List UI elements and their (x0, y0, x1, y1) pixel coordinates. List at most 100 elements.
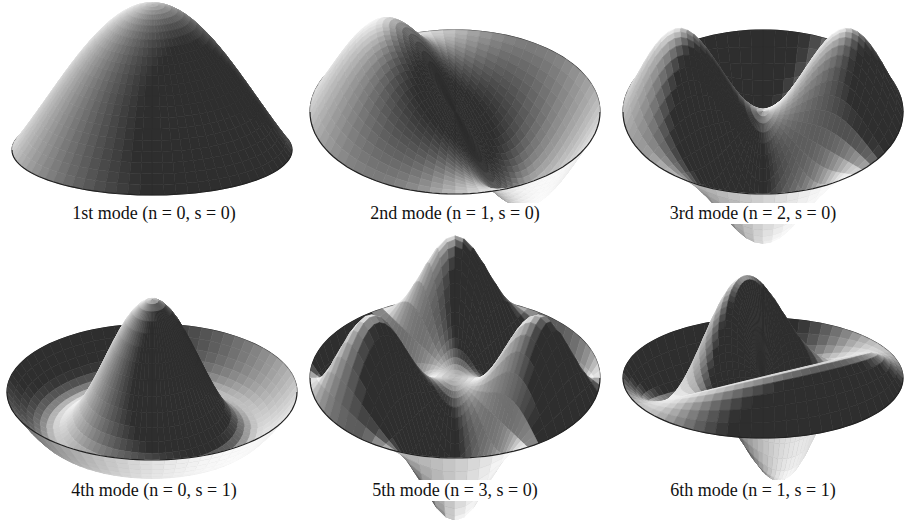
surface-facet (126, 117, 136, 129)
surface-facet (159, 96, 167, 107)
surface-facet (150, 15, 152, 20)
surface-facet (144, 107, 152, 118)
surface-facet (152, 163, 163, 174)
mode-surface (12, 3, 292, 195)
surface-facet (152, 40, 156, 48)
surface-facet (130, 162, 142, 173)
surface-facet (129, 95, 138, 106)
surface-facet (131, 151, 142, 163)
surface-facet (168, 106, 177, 118)
surface-facet (113, 138, 124, 150)
surface-facet (134, 118, 143, 130)
surface-facet (152, 66, 158, 76)
surface-facet (133, 129, 143, 141)
surface-facet (142, 140, 152, 151)
surface-facet (127, 106, 136, 118)
surface-facet (175, 183, 188, 194)
surface-facet (148, 40, 152, 48)
surface-facet (152, 174, 164, 185)
surface-facet (152, 48, 157, 57)
surface-facet (152, 75, 159, 85)
surface-facet (166, 95, 175, 106)
surface-facet (171, 139, 182, 151)
surface-facet (158, 75, 165, 85)
surface-facet (143, 40, 148, 48)
surface-facet (149, 20, 152, 26)
surface-facet (157, 56, 163, 65)
surface-facet (182, 149, 194, 161)
surface-facet (144, 96, 152, 107)
surface-facet (164, 184, 177, 195)
surface-facet (150, 11, 152, 15)
surface-facet (109, 161, 121, 173)
surface-facet (124, 128, 134, 140)
surface-facet (143, 129, 152, 140)
surface-facet (158, 65, 165, 75)
surface-facet (152, 85, 159, 96)
surface-facet (152, 118, 161, 129)
surface-facet (160, 107, 169, 118)
surface-facet (162, 151, 173, 163)
surface-facet (152, 152, 163, 163)
mode-surface (310, 18, 600, 207)
surface-facet (137, 96, 145, 107)
surface-facet (111, 149, 123, 161)
surface-facet (163, 173, 175, 184)
surface-facet (163, 162, 175, 173)
surface-facet (152, 96, 160, 107)
surface-facet (147, 48, 152, 57)
surface-facet (152, 107, 160, 118)
surface-facet (156, 40, 161, 48)
surface-facet (185, 171, 198, 183)
surface-facet (161, 129, 171, 141)
surface-facet (132, 140, 143, 152)
surface-facet (152, 129, 161, 140)
surface-facet (160, 118, 169, 130)
surface-facet (152, 32, 156, 39)
surface-facet (180, 138, 191, 150)
surface-facet (140, 65, 147, 75)
surface-facet (117, 172, 129, 184)
surface-facet (104, 182, 117, 194)
surface-facet (174, 172, 187, 184)
surface-facet (170, 128, 180, 140)
surface-facet (152, 140, 162, 151)
surface-facet (172, 150, 183, 162)
surface-facet (135, 107, 144, 118)
surface-facet (159, 85, 167, 96)
surface-facet (128, 184, 141, 195)
surface-facet (121, 150, 132, 162)
surface-facet (129, 173, 141, 184)
surface-facet (122, 139, 133, 151)
surface-facet (148, 32, 152, 39)
surface-facet (141, 163, 152, 174)
surface-facet (106, 171, 119, 183)
surface-facet (161, 140, 172, 152)
surface-facet (183, 161, 195, 173)
surface-facet (152, 184, 164, 195)
surface-facet (152, 20, 155, 26)
surface-facet (145, 75, 152, 85)
surface-facet (156, 48, 162, 57)
surface-facet (140, 174, 152, 185)
surface-facet (140, 184, 152, 195)
surface-facet (142, 152, 153, 163)
surface-facet (119, 162, 131, 174)
surface-facet (152, 26, 155, 33)
surface-facet (141, 56, 147, 65)
surface-facet (169, 117, 179, 129)
surface-facet (173, 162, 185, 174)
surface-facet (138, 85, 146, 96)
surface-facet (139, 75, 146, 85)
surface-facet (147, 56, 153, 65)
surface-facet (152, 15, 154, 20)
surface-facet (152, 8, 153, 11)
surface-facet (146, 66, 152, 76)
surface-facet (149, 26, 152, 33)
surface-facet (143, 118, 152, 129)
surface-facet (145, 85, 152, 96)
surface-facet (142, 48, 148, 57)
surface-facet (116, 183, 129, 194)
surface-facet (187, 182, 200, 194)
